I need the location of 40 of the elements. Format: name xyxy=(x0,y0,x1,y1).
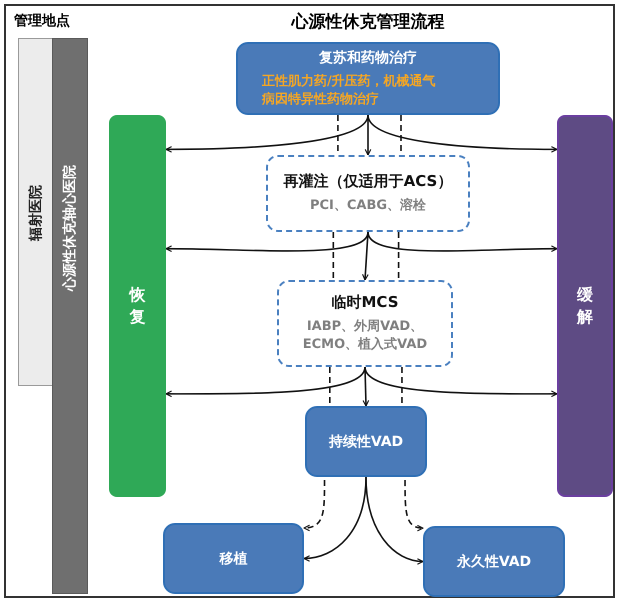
box-text: IABP、外周VAD、ECMO、植入式VAD xyxy=(302,318,428,354)
box-title: 移植 xyxy=(220,550,248,568)
column-heading: 管理地点 xyxy=(14,12,70,30)
dashed-process-box xyxy=(266,155,470,232)
outcome-bar xyxy=(109,115,166,497)
arrow xyxy=(365,476,424,564)
bar-label: 恢复 xyxy=(128,284,146,328)
process-box xyxy=(305,406,427,477)
arrow xyxy=(367,114,558,153)
dashed-line xyxy=(401,367,403,406)
box-title: 再灌注（仅适用于ACS） xyxy=(284,172,452,192)
dashed-line xyxy=(329,367,331,406)
arrow xyxy=(165,114,369,153)
box-title: 临时MCS xyxy=(331,293,399,312)
dashed-arrow xyxy=(303,480,326,531)
diagram-title: 心源性休克管理流程 xyxy=(290,11,446,33)
outcome-bar xyxy=(557,115,613,497)
process-box xyxy=(423,526,565,597)
bar-label: 缓解 xyxy=(576,284,594,328)
arrow xyxy=(165,366,366,398)
arrow xyxy=(367,232,558,252)
box-text: 正性肌力药/升压药，机械通气 xyxy=(261,72,436,90)
dashed-line xyxy=(398,232,400,280)
arrow xyxy=(303,476,367,562)
box-title: 持续性VAD xyxy=(328,432,404,450)
location-band xyxy=(18,38,53,386)
band-label: 辐射医院 xyxy=(26,185,44,241)
arrow xyxy=(364,366,558,398)
box-title: 永久性VAD xyxy=(456,552,532,570)
dashed-arrow xyxy=(404,480,424,532)
location-band xyxy=(52,38,88,594)
box-text: 病因特异性药物治疗 xyxy=(260,90,379,108)
box-text: PCI、CABG、溶栓 xyxy=(308,197,428,215)
process-box xyxy=(163,523,304,594)
dashed-process-box xyxy=(277,280,453,367)
dashed-line xyxy=(332,232,334,280)
band-label: 心源性休克轴心医院 xyxy=(61,165,79,292)
process-box xyxy=(236,42,500,115)
box-title: 复苏和药物治疗 xyxy=(319,48,417,67)
arrow xyxy=(165,232,369,252)
